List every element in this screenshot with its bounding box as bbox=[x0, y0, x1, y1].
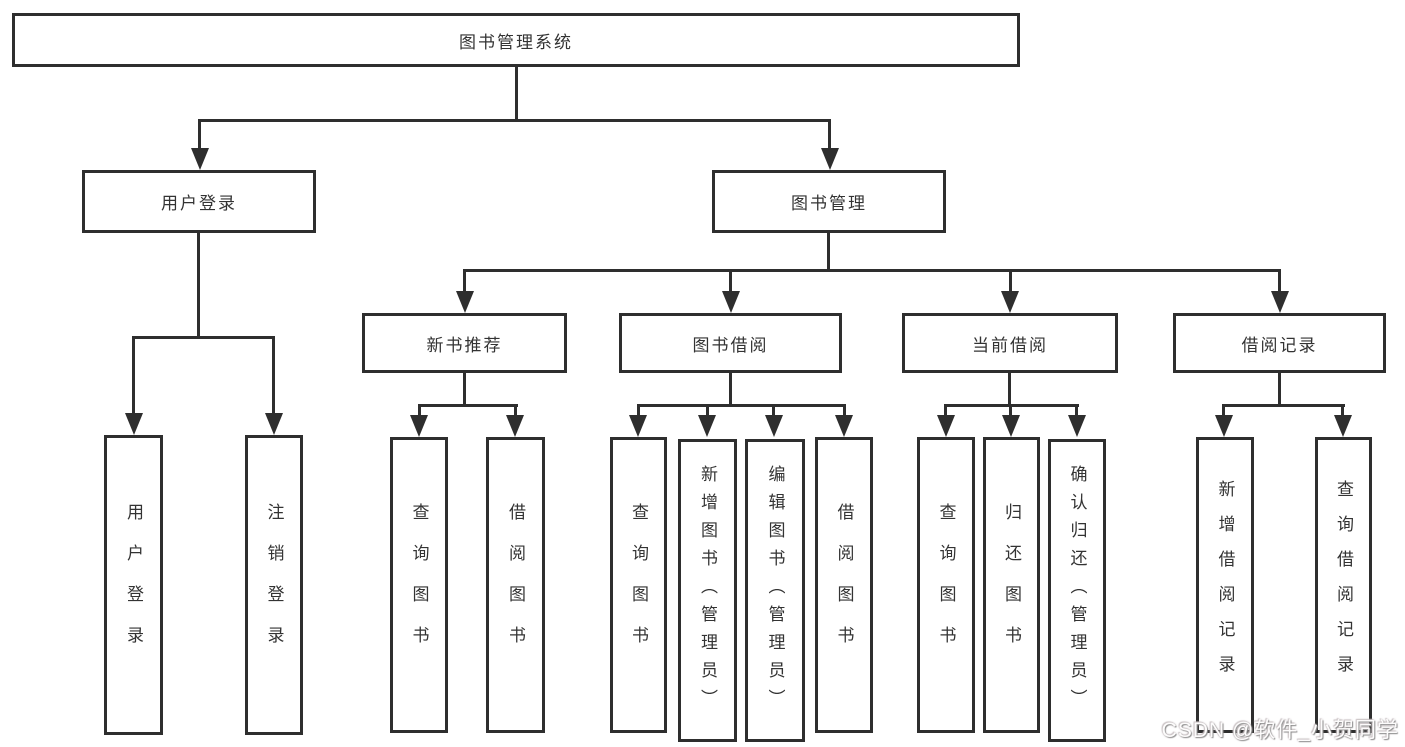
connector-line bbox=[1278, 373, 1281, 407]
connector-line bbox=[828, 119, 831, 150]
connector-line bbox=[637, 404, 640, 417]
arrow-down-icon bbox=[698, 415, 716, 437]
connector-line bbox=[198, 119, 831, 122]
connector-line bbox=[1008, 373, 1011, 407]
connector-line bbox=[514, 404, 517, 417]
leaf-user-login: 用户登录 bbox=[104, 435, 163, 735]
leaf-newbook-borrow-books: 借阅图书 bbox=[486, 437, 545, 733]
node-book-borrow: 图书借阅 bbox=[619, 313, 842, 373]
node-new-book-recommend: 新书推荐 bbox=[362, 313, 567, 373]
leaf-logout: 注销登录 bbox=[245, 435, 303, 735]
connector-line bbox=[197, 233, 200, 339]
connector-line bbox=[515, 67, 518, 120]
arrow-down-icon bbox=[722, 291, 740, 313]
arrow-down-icon bbox=[1002, 415, 1020, 437]
connector-line bbox=[637, 404, 846, 407]
connector-line bbox=[729, 373, 732, 407]
arrow-down-icon bbox=[191, 148, 209, 170]
connector-line bbox=[418, 404, 518, 407]
node-book-management: 图书管理 bbox=[712, 170, 946, 233]
connector-line bbox=[463, 373, 466, 407]
connector-line bbox=[132, 336, 135, 414]
arrow-down-icon bbox=[835, 415, 853, 437]
arrow-down-icon bbox=[937, 415, 955, 437]
connector-line bbox=[1341, 404, 1344, 417]
connector-line bbox=[132, 336, 275, 339]
connector-line bbox=[1222, 404, 1225, 417]
arrow-down-icon bbox=[1215, 415, 1233, 437]
leaf-borrow-query-books: 查询图书 bbox=[610, 437, 667, 733]
node-borrow-records: 借阅记录 bbox=[1173, 313, 1386, 373]
leaf-query-borrow-record: 查询借阅记录 bbox=[1315, 437, 1372, 733]
connector-line bbox=[1278, 269, 1281, 293]
node-current-borrow: 当前借阅 bbox=[902, 313, 1118, 373]
leaf-borrow-borrow-books: 借阅图书 bbox=[815, 437, 873, 733]
connector-line bbox=[418, 404, 421, 417]
leaf-add-book-admin: 新增图书（管理员） bbox=[678, 439, 737, 742]
arrow-down-icon bbox=[821, 148, 839, 170]
arrow-down-icon bbox=[1001, 291, 1019, 313]
connector-line bbox=[1009, 404, 1012, 417]
connector-line bbox=[1009, 269, 1012, 293]
connector-line bbox=[198, 119, 201, 150]
connector-line bbox=[272, 336, 275, 414]
arrow-down-icon bbox=[265, 413, 283, 435]
node-user-login-section: 用户登录 bbox=[82, 170, 316, 233]
arrow-down-icon bbox=[1271, 291, 1289, 313]
arrow-down-icon bbox=[629, 415, 647, 437]
leaf-edit-book-admin: 编辑图书（管理员） bbox=[745, 439, 805, 742]
connector-line bbox=[772, 404, 775, 417]
connector-line bbox=[729, 269, 732, 293]
leaf-add-borrow-record: 新增借阅记录 bbox=[1196, 437, 1254, 733]
arrow-down-icon bbox=[456, 291, 474, 313]
connector-line bbox=[463, 269, 466, 293]
connector-line bbox=[843, 404, 846, 417]
node-root: 图书管理系统 bbox=[12, 13, 1020, 67]
leaf-current-query-books: 查询图书 bbox=[917, 437, 975, 733]
connector-line bbox=[463, 269, 1281, 272]
connector-line bbox=[944, 404, 947, 417]
arrow-down-icon bbox=[125, 413, 143, 435]
arrow-down-icon bbox=[765, 415, 783, 437]
connector-line bbox=[1222, 404, 1345, 407]
arrow-down-icon bbox=[410, 415, 428, 437]
csdn-watermark: CSDN @软件_小贺同学 bbox=[1161, 719, 1399, 742]
arrow-down-icon bbox=[506, 415, 524, 437]
connector-line bbox=[827, 233, 830, 272]
connector-line bbox=[706, 404, 709, 417]
arrow-down-icon bbox=[1334, 415, 1352, 437]
leaf-return-books: 归还图书 bbox=[983, 437, 1040, 733]
leaf-newbook-query-books: 查询图书 bbox=[390, 437, 448, 733]
arrow-down-icon bbox=[1068, 415, 1086, 437]
connector-line bbox=[1075, 404, 1078, 417]
leaf-confirm-return-admin: 确认归还（管理员） bbox=[1048, 439, 1106, 742]
